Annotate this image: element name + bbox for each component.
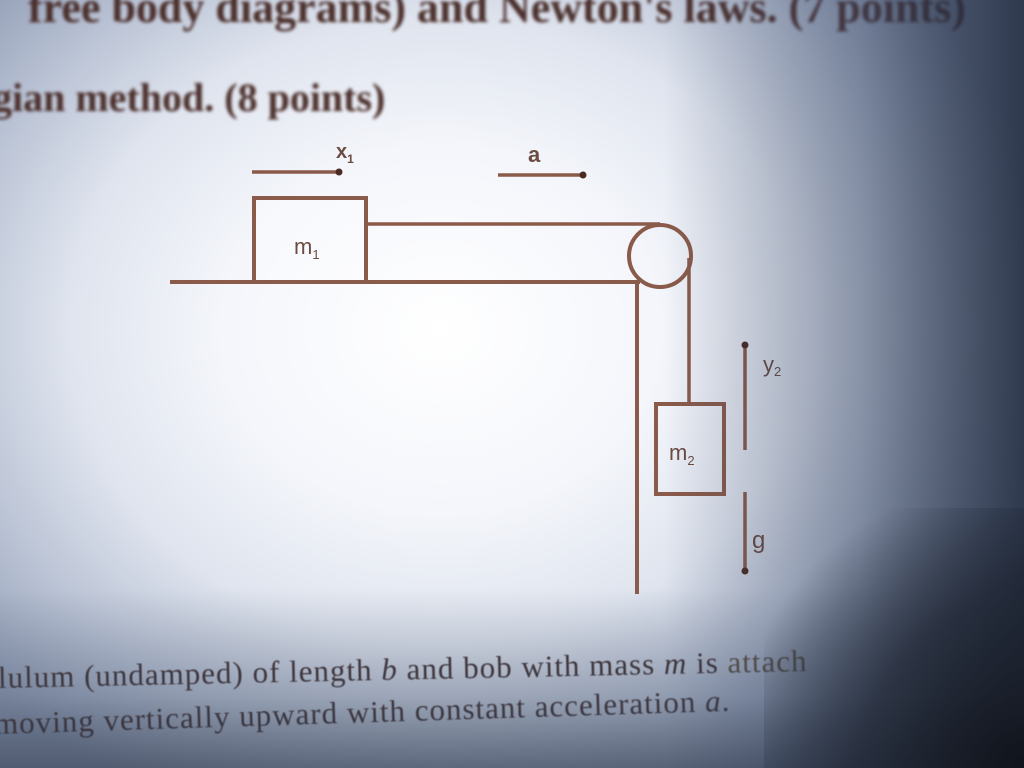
pulley [627,223,693,289]
var-mass: m [663,645,688,682]
arrow-x1-head-icon [335,168,343,176]
text-fragment: is [686,644,728,681]
text-fragment: lulum (undamped) of length [0,651,382,695]
block-m1-label: m1 [294,234,320,262]
problem-heading-line: free body diagrams) and Newton's laws. (… [28,0,966,32]
arrow-a-label: a [528,142,541,167]
block-m1 [252,196,368,284]
block-m2 [654,402,726,496]
var-length: b [380,651,399,687]
arrow-g-label: g [752,527,765,554]
arrow-y2-head-icon [741,341,749,349]
arrow-y2-label: y2 [763,352,781,379]
var-acceleration: a [704,683,723,719]
arrow-a-head-icon [579,171,587,179]
problem-subheading-line: gian method. (8 points) [0,75,386,120]
text-fragment: attach [727,643,808,680]
text-fragment: . [720,682,731,719]
block-m2-label: m2 [669,440,695,468]
text-fragment: and bob with mass [397,646,665,687]
arrow-g-head-icon [741,567,749,575]
arrow-x1-label: x1 [336,141,354,166]
